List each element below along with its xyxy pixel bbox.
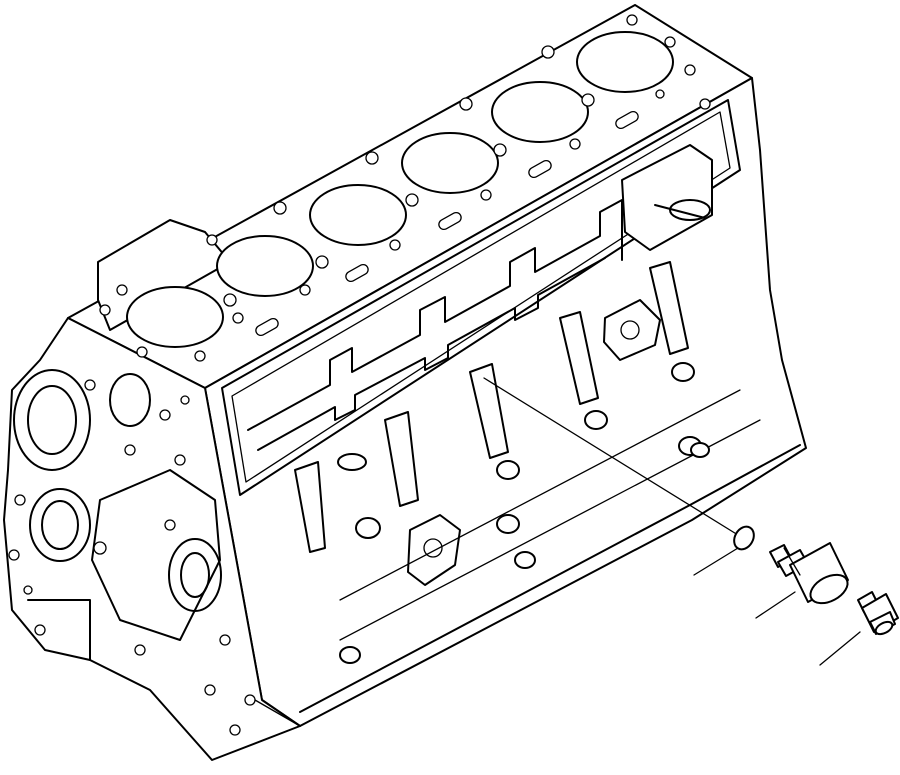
side-cover-area (221, 99, 741, 496)
cylinder-bore-2 (216, 235, 314, 297)
leader-line-1 (693, 547, 739, 576)
leader-lines (483, 377, 861, 666)
cylinder-bore-4 (401, 132, 499, 194)
sender-icon (857, 591, 899, 636)
leader-line-hole (483, 377, 739, 536)
front-face-details (8, 369, 256, 736)
adapter-icon (769, 542, 849, 605)
cylinder-bore-1 (126, 286, 224, 348)
leader-line-3 (819, 631, 861, 666)
o-ring-icon (733, 525, 755, 551)
cylinder-bore-5 (491, 81, 589, 143)
cylinder-bore-3 (309, 184, 407, 246)
cylinder-bore-6 (576, 31, 674, 93)
cylinder-bores (126, 31, 674, 348)
leader-line-2 (755, 591, 796, 619)
deck-holes (99, 14, 711, 362)
side-ribs (294, 261, 761, 664)
